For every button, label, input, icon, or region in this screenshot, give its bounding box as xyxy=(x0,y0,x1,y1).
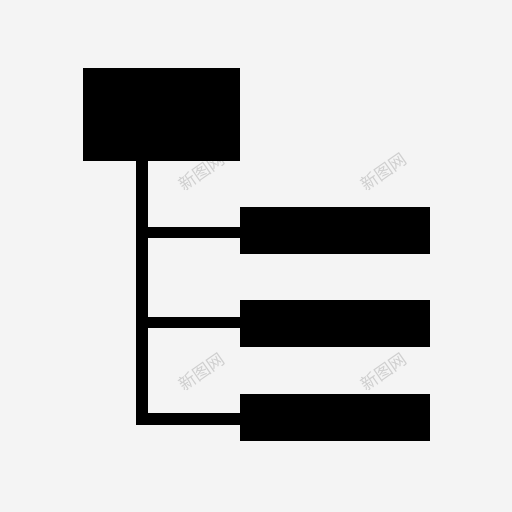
child-node-1 xyxy=(240,207,430,254)
child-node-3 xyxy=(240,394,430,441)
branch-connector-3 xyxy=(136,413,240,425)
child-node-2 xyxy=(240,300,430,347)
branch-connector-1 xyxy=(136,227,240,238)
trunk-line xyxy=(136,161,148,425)
branch-connector-2 xyxy=(136,317,240,328)
root-node xyxy=(83,68,240,161)
